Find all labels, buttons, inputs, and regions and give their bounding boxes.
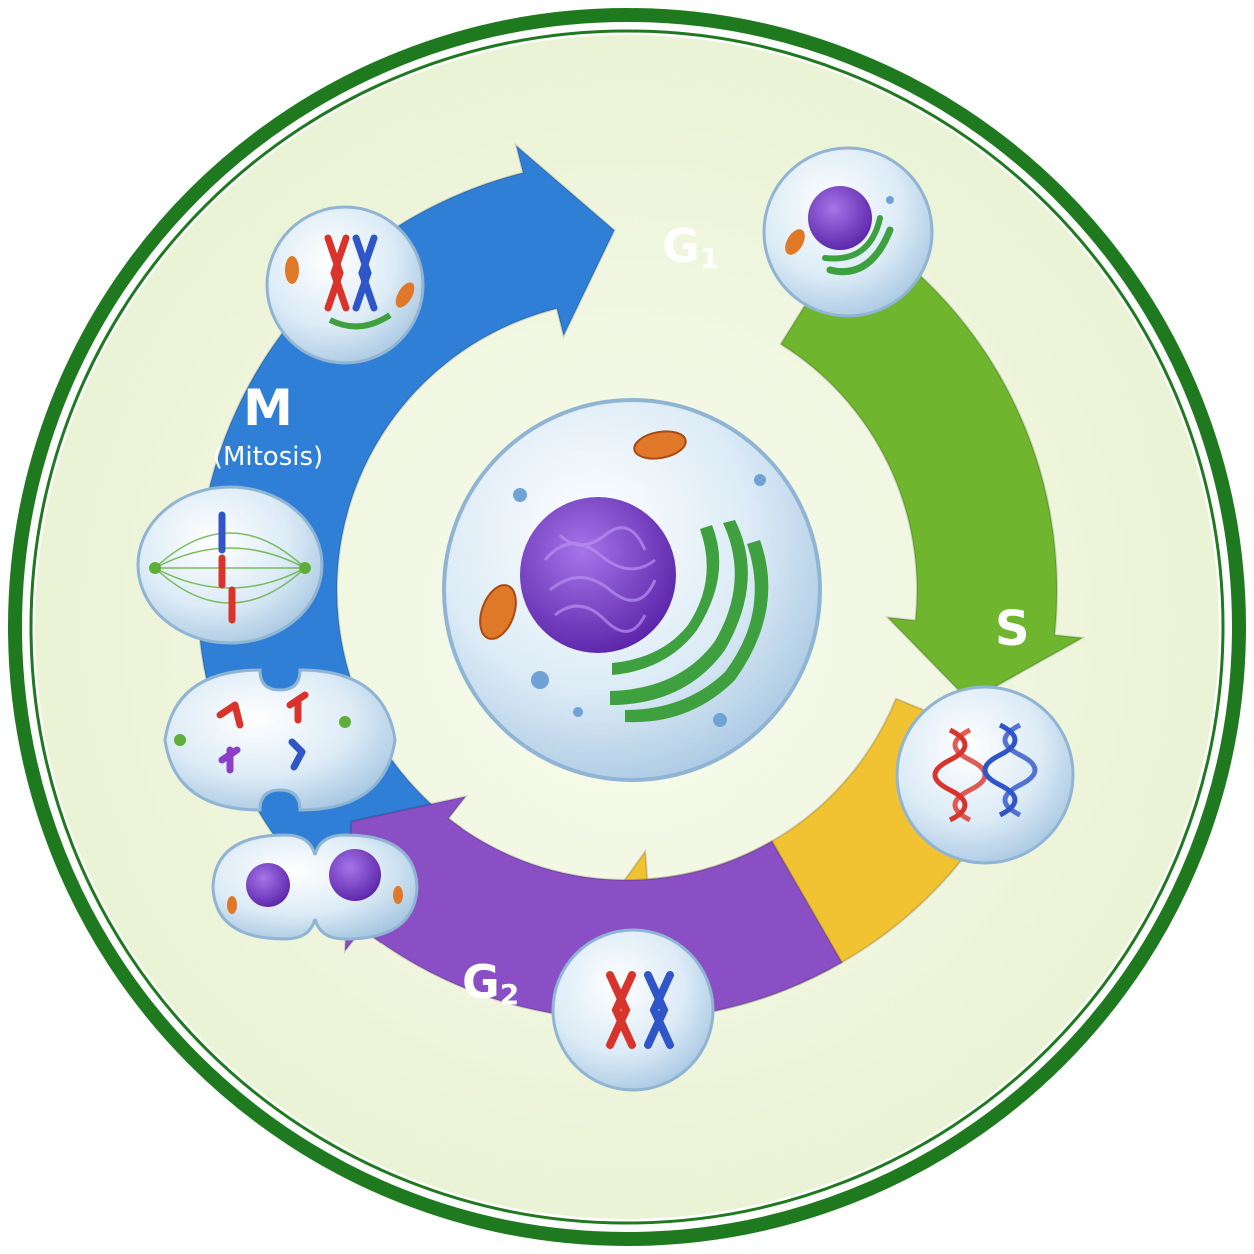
inner-ring-line xyxy=(29,29,1225,1225)
prophase-cell-icon xyxy=(265,205,425,365)
g2-label: G2 xyxy=(462,955,519,1011)
s-label: S xyxy=(995,601,1030,657)
g1-cell-icon xyxy=(762,146,934,318)
metaphase-cell-icon xyxy=(136,485,324,645)
anaphase-cell-icon xyxy=(163,668,397,812)
m-label: M xyxy=(243,379,293,437)
m-detail-label: (Mitosis) xyxy=(213,442,323,472)
telophase-cell-icon xyxy=(211,833,419,941)
dna-replication-icon xyxy=(895,685,1075,865)
g1-label: G1 xyxy=(662,219,719,275)
outer-ring xyxy=(8,8,1246,1246)
g1-arrow xyxy=(779,223,1086,703)
interphase-cell-icon xyxy=(442,398,822,782)
duplicated-chromosomes-icon xyxy=(551,928,715,1092)
